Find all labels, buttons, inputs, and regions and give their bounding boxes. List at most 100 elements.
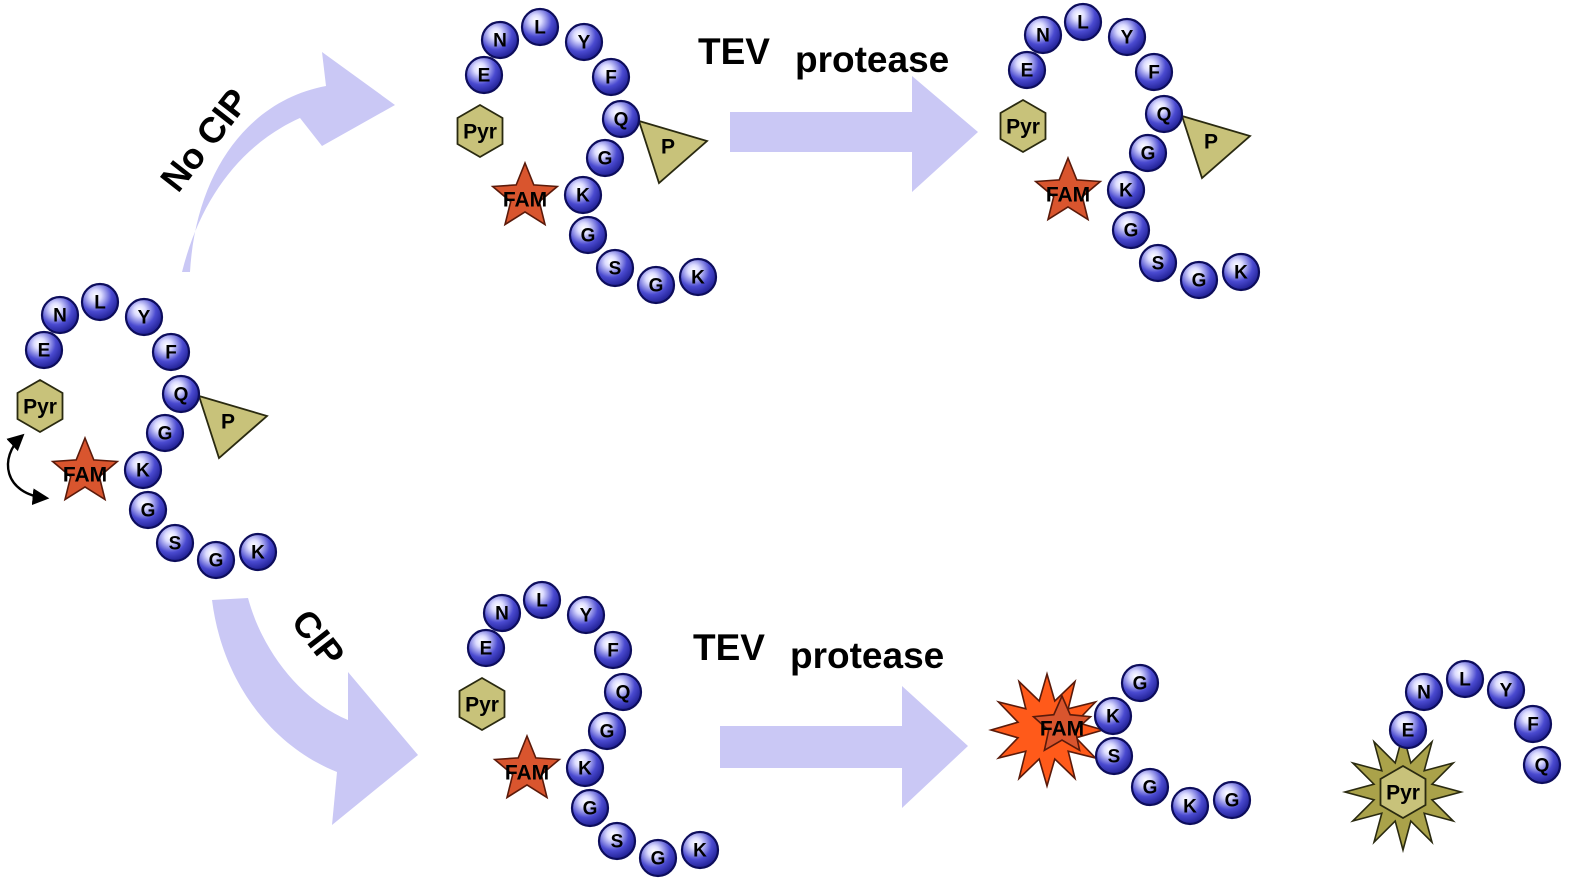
amino-acid-bead: F xyxy=(591,57,631,97)
pyrene-hexagon: Pyr xyxy=(458,676,506,732)
amino-acid-letter: S xyxy=(611,832,624,853)
amino-acid-letter: G xyxy=(581,226,596,247)
pyrene-label: Pyr xyxy=(1006,116,1040,139)
top-tev-protease-label: TEV protease xyxy=(698,31,949,80)
amino-acid-bead: K xyxy=(1170,786,1210,826)
amino-acid-letter: E xyxy=(480,639,493,660)
amino-acid-letter: N xyxy=(1417,683,1431,704)
fam-star xyxy=(1031,694,1093,752)
amino-acid-letter: Q xyxy=(1535,756,1550,777)
amino-acid-letter: E xyxy=(1021,61,1034,82)
amino-acid-bead: G xyxy=(1128,133,1168,173)
amino-acid-bead: N xyxy=(1404,672,1444,712)
amino-acid-bead: Y xyxy=(564,22,604,62)
amino-acid-bead: G xyxy=(638,838,678,878)
amino-acid-bead: K xyxy=(1106,170,1146,210)
amino-acid-bead: G xyxy=(128,490,168,530)
amino-acid-bead: Y xyxy=(566,595,606,635)
amino-acid-letter: L xyxy=(1077,13,1089,34)
cip-label: CIP xyxy=(284,602,353,675)
amino-acid-letter: K xyxy=(1106,707,1120,728)
pyrene-hexagon: Pyr xyxy=(1379,764,1427,820)
amino-acid-letter: Q xyxy=(174,385,189,406)
amino-acid-bead: N xyxy=(1023,15,1063,55)
phosphate-triangle: P xyxy=(1180,114,1252,180)
top-block-arrow-icon xyxy=(730,76,978,192)
fam-star: FAM xyxy=(492,733,562,800)
amino-acid-letter: G xyxy=(649,276,664,297)
amino-acid-bead: G xyxy=(587,711,627,751)
amino-acid-bead: E xyxy=(466,628,506,668)
amino-acid-bead: S xyxy=(1138,243,1178,283)
amino-acid-bead: S xyxy=(155,523,195,563)
amino-acid-bead: Y xyxy=(1107,17,1147,57)
amino-acid-bead: N xyxy=(482,593,522,633)
amino-acid-letter: E xyxy=(38,341,51,362)
amino-acid-bead: S xyxy=(1094,736,1134,776)
amino-acid-bead: G xyxy=(1111,210,1151,250)
amino-acid-bead: K xyxy=(238,532,278,572)
amino-acid-bead: F xyxy=(151,332,191,372)
amino-acid-bead: Q xyxy=(161,374,201,414)
fam-label: FAM xyxy=(1040,718,1084,741)
amino-acid-letter: G xyxy=(209,551,224,572)
amino-acid-letter: G xyxy=(598,149,613,170)
amino-acid-letter: Y xyxy=(1121,28,1134,49)
fam-star: FAM xyxy=(50,435,120,502)
amino-acid-bead: K xyxy=(563,175,603,215)
amino-acid-bead: F xyxy=(1134,52,1174,92)
amino-acid-letter: L xyxy=(1459,670,1471,691)
amino-acid-bead: L xyxy=(1445,659,1485,699)
amino-acid-bead: K xyxy=(680,830,720,870)
amino-acid-bead: L xyxy=(1063,2,1103,42)
amino-acid-letter: N xyxy=(495,604,509,625)
double-curved-arrow-icon xyxy=(6,433,50,506)
amino-acid-letter: K xyxy=(1234,263,1248,284)
pyrene-label: Pyr xyxy=(23,396,57,419)
amino-acid-letter: K xyxy=(251,543,265,564)
amino-acid-bead: G xyxy=(1120,663,1160,703)
amino-acid-bead: Q xyxy=(601,99,641,139)
amino-acid-bead: Y xyxy=(1486,670,1526,710)
amino-acid-bead: G xyxy=(585,138,625,178)
amino-acid-letter: F xyxy=(605,68,617,89)
phosphate-label: P xyxy=(661,136,675,159)
amino-acid-letter: Q xyxy=(616,683,631,704)
amino-acid-letter: S xyxy=(1108,747,1121,768)
amino-acid-bead: K xyxy=(678,257,718,297)
amino-acid-letter: G xyxy=(1141,144,1156,165)
amino-acid-letter: Y xyxy=(578,33,591,54)
amino-acid-bead: E xyxy=(24,330,64,370)
amino-acid-bead: G xyxy=(1179,260,1219,300)
pyrene-label: Pyr xyxy=(1386,782,1420,805)
amino-acid-bead: Y xyxy=(124,297,164,337)
amino-acid-bead: N xyxy=(40,295,80,335)
cip-curved-arrow-icon xyxy=(212,598,418,825)
amino-acid-letter: G xyxy=(583,799,598,820)
amino-acid-letter: Q xyxy=(1157,105,1172,126)
tev-word: TEV xyxy=(693,627,765,668)
amino-acid-letter: K xyxy=(576,186,590,207)
amino-acid-letter: K xyxy=(136,461,150,482)
amino-acid-letter: N xyxy=(1036,26,1050,47)
amino-acid-letter: Y xyxy=(1500,681,1513,702)
amino-acid-bead: G xyxy=(570,788,610,828)
amino-acid-bead: N xyxy=(480,20,520,60)
amino-acid-letter: F xyxy=(165,343,177,364)
phosphate-label: P xyxy=(221,411,235,434)
amino-acid-letter: K xyxy=(578,759,592,780)
amino-acid-bead: L xyxy=(522,580,562,620)
amino-acid-bead: S xyxy=(595,248,635,288)
amino-acid-letter: G xyxy=(1133,674,1148,695)
amino-acid-letter: G xyxy=(158,424,173,445)
amino-acid-bead: G xyxy=(145,413,185,453)
amino-acid-bead: G xyxy=(636,265,676,305)
protease-word: protease xyxy=(795,39,949,80)
tev-word: TEV xyxy=(698,31,770,72)
amino-acid-letter: G xyxy=(1192,271,1207,292)
